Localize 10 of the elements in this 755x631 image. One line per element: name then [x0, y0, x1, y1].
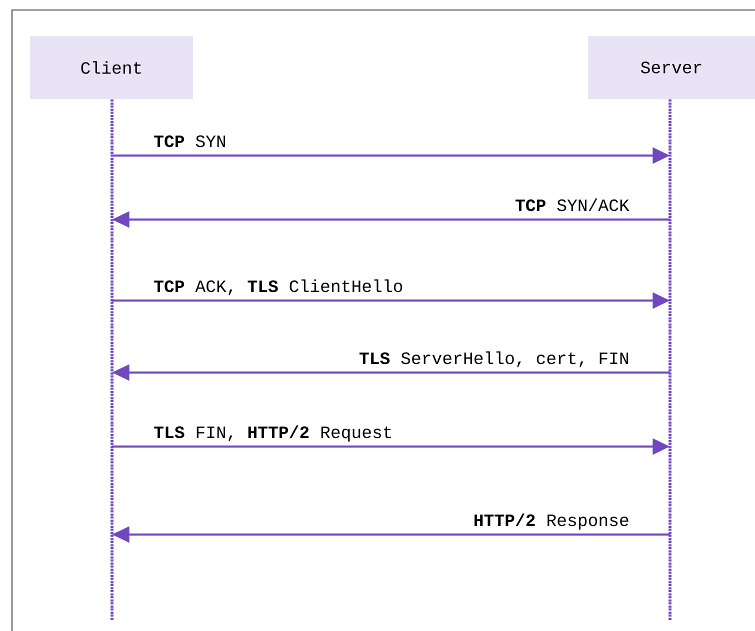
edge-label: TCP ACK, TLS ClientHello — [152, 278, 405, 296]
edge-label: TLS ServerHello, cert, FIN — [358, 350, 631, 368]
lifeline — [110, 98, 114, 622]
edge-label: TCP SYN/ACK — [514, 197, 631, 212]
participant-box: Client — [30, 36, 193, 99]
edge-label: HTTP/2 Response — [472, 512, 631, 531]
participant-box: Server — [588, 36, 755, 99]
lifeline — [668, 98, 672, 622]
edge-label: TCP SYN — [152, 134, 228, 148]
edge-label: TLS FIN, HTTP/2 Request — [152, 424, 394, 443]
